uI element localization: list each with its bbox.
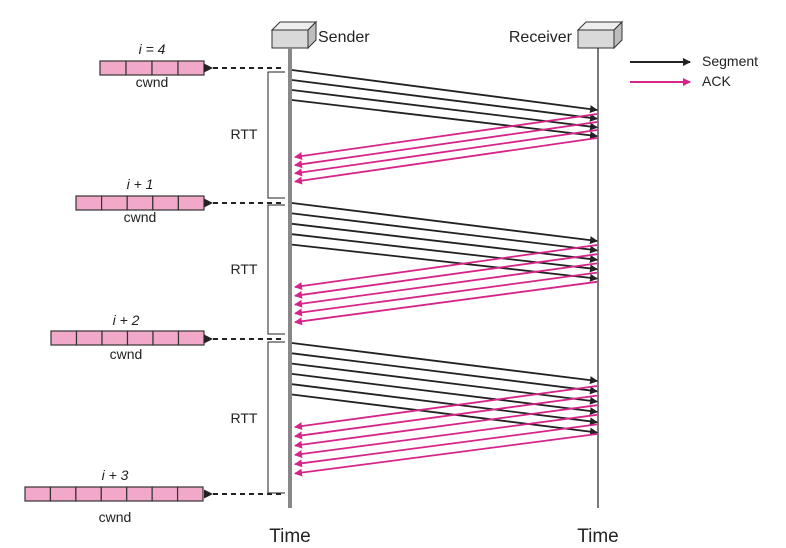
cwnd-window-2: i + 1 cwnd	[75, 176, 281, 225]
cwnd-cell	[151, 486, 179, 502]
ack-arrow	[294, 413, 598, 458]
cwnd-cell	[151, 60, 179, 76]
legend-ack-label: ACK	[702, 73, 731, 89]
ack-arrow	[294, 280, 598, 326]
cwnd-window-1: i = 4 cwnd	[99, 41, 281, 90]
window-3-label: i + 2	[113, 312, 140, 328]
segment-arrow	[291, 393, 598, 436]
ack-arrow	[294, 423, 598, 468]
ack-arrow	[294, 271, 598, 317]
cwnd-cell	[101, 330, 129, 346]
cwnd-cell	[126, 486, 153, 502]
cwnd-cell	[100, 195, 128, 211]
cwnd-cell	[125, 60, 153, 76]
cwnd-cell	[99, 60, 127, 76]
window-2-cwnd-label: cwnd	[124, 209, 157, 225]
cwnd-window-4: i + 3 cwnd	[24, 467, 281, 525]
ack-arrow	[294, 262, 598, 308]
segment-arrow	[291, 99, 598, 140]
rtt-bracket-1	[267, 71, 285, 199]
cwnd-cell	[100, 486, 128, 502]
cwnd-cell	[126, 330, 154, 346]
ack-arrow	[294, 113, 598, 160]
ack-arrow	[294, 433, 598, 477]
segment-arrow	[291, 352, 598, 395]
ack-arrow	[294, 253, 598, 299]
segment-arrow	[291, 233, 598, 273]
segment-arrow	[291, 212, 598, 254]
cwnd-cell	[152, 195, 180, 211]
ack-arrow	[294, 404, 598, 449]
segment-arrow	[291, 222, 598, 263]
cwnd-cell	[152, 330, 180, 346]
rtt-bracket-2	[267, 204, 285, 335]
window-2-label: i + 1	[127, 176, 154, 192]
cwnd-cell	[75, 486, 102, 502]
window-4-label: i + 3	[102, 467, 129, 483]
rtt-label-1: RTT	[231, 126, 258, 142]
segment-arrow	[291, 243, 598, 282]
ack-arrow	[294, 394, 598, 440]
segment-arrow	[291, 383, 598, 426]
sender-host-icon	[270, 20, 318, 50]
cwnd-cell	[49, 486, 77, 502]
cwnd-cell	[176, 486, 204, 502]
sender-time-label: Time	[269, 526, 311, 547]
cwnd-bar-1	[99, 60, 205, 76]
cwnd-cell	[75, 195, 103, 211]
segment-arrow	[291, 69, 598, 114]
cwnd-cell	[75, 330, 103, 346]
segment-arrow	[291, 79, 598, 122]
cwnd-cell	[126, 195, 154, 211]
segment-arrow	[291, 202, 598, 245]
ack-arrow	[294, 129, 598, 177]
segment-arrow	[291, 89, 598, 131]
rtt-label-3: RTT	[231, 410, 258, 426]
window-1-label: i = 4	[139, 41, 166, 57]
cwnd-bar-4	[24, 486, 204, 502]
rtt-bracket-3	[267, 341, 285, 494]
cwnd-cell	[24, 486, 52, 502]
cwnd-cell	[177, 330, 205, 346]
ack-arrow	[294, 244, 598, 290]
cwnd-window-3: i + 2 cwnd	[50, 312, 281, 362]
receiver-host-icon	[576, 20, 624, 50]
window-3-cwnd-label: cwnd	[110, 346, 143, 362]
segment-arrows	[291, 69, 598, 436]
cwnd-bar-3	[50, 330, 205, 346]
ack-arrow	[294, 137, 598, 185]
legend-segment-label: Segment	[702, 53, 758, 69]
cwnd-cell	[177, 195, 205, 211]
ack-arrow	[294, 385, 598, 431]
cwnd-bar-2	[75, 195, 205, 211]
receiver-time-label: Time	[577, 526, 619, 547]
ack-arrows	[294, 113, 598, 477]
cwnd-cell	[177, 60, 205, 76]
sender-label: Sender	[318, 29, 370, 46]
window-1-cwnd-label: cwnd	[136, 74, 169, 90]
segment-arrow	[291, 342, 598, 385]
ack-arrow	[294, 121, 598, 169]
receiver-label: Receiver	[509, 29, 573, 46]
window-4-cwnd-label: cwnd	[99, 509, 132, 525]
segment-arrow	[291, 362, 598, 405]
cwnd-cell	[50, 330, 78, 346]
rtt-label-2: RTT	[231, 261, 258, 277]
segment-arrow	[291, 373, 598, 416]
